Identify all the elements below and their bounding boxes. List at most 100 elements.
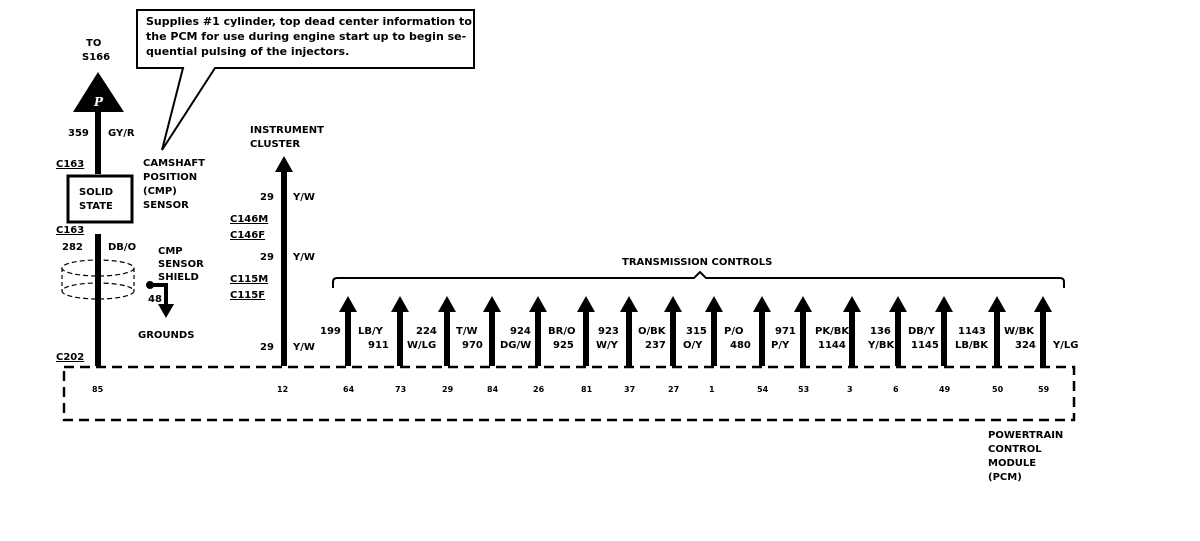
transmission-wire-arrow-icon: [620, 296, 638, 312]
transmission-wire: [397, 310, 403, 366]
cmp-wire-top-color: GY/R: [108, 128, 135, 139]
transmission-wire: [759, 310, 765, 366]
pcm-pin-12: 12: [277, 385, 288, 394]
pcm-label-3: MODULE: [988, 458, 1036, 469]
transmission-wire-arrow-icon: [988, 296, 1006, 312]
connector-c146f: C146F: [230, 230, 265, 241]
transmission-wire-label: W/BK: [1004, 326, 1035, 337]
transmission-wire-label: Y/BK: [867, 340, 896, 351]
transmission-wire-arrow-icon: [529, 296, 547, 312]
pcm-pin-label: 6: [893, 385, 899, 394]
transmission-wire: [583, 310, 589, 366]
pcm-pin-label: 50: [992, 385, 1004, 394]
note-line-3: quential pulsing of the injectors.: [146, 45, 349, 58]
shield-icon: [61, 259, 135, 300]
transmission-wire: [711, 310, 717, 366]
transmission-wire-label: 324: [1015, 340, 1036, 351]
solid-state-line-1: SOLID: [79, 187, 113, 198]
grounds-label: GROUNDS: [138, 330, 194, 341]
pcm-pin-label: 29: [442, 385, 454, 394]
cluster-wire-color-3: Y/W: [292, 342, 315, 353]
transmission-wire: [670, 310, 676, 366]
cmp-sensor-label-4: SENSOR: [143, 200, 189, 211]
connector-c163-top: C163: [56, 159, 84, 170]
transmission-wire-label: 970: [462, 340, 483, 351]
pcm-pin-label: 64: [343, 385, 355, 394]
transmission-wire-arrow-icon: [664, 296, 682, 312]
cmp-wire-num: 282: [62, 242, 83, 253]
transmission-wire-label: 911: [368, 340, 389, 351]
transmission-wire-label: 315: [686, 326, 707, 337]
connector-c146m: C146M: [230, 214, 268, 225]
cluster-label-2: CLUSTER: [250, 139, 300, 150]
transmission-wire-label: 224: [416, 326, 437, 337]
connector-c115f: C115F: [230, 290, 265, 301]
cmp-sensor-label-3: (CMP): [143, 186, 177, 197]
transmission-wire: [489, 310, 495, 366]
pcm-pin-label: 53: [798, 385, 809, 394]
transmission-wire-label: Y/LG: [1052, 340, 1078, 351]
shield-label-1: CMP: [158, 246, 183, 257]
transmission-wire-label: O/Y: [683, 340, 703, 351]
splice-triangle-icon: [73, 72, 124, 112]
ground-wire: [150, 283, 168, 306]
transmission-wire: [800, 310, 806, 366]
pcm-pin-label: 37: [624, 385, 635, 394]
transmission-wire-label: 923: [598, 326, 619, 337]
transmission-wire-label: DG/W: [500, 340, 531, 351]
transmission-wire: [994, 310, 1000, 366]
solid-state-line-2: STATE: [79, 201, 113, 212]
cluster-wire-color-1: Y/W: [292, 192, 315, 203]
to-ref-label: S166: [82, 52, 110, 63]
transmission-wire-arrow-icon: [843, 296, 861, 312]
transmission-wire-label: 1144: [818, 340, 846, 351]
cmp-wire-bottom: [95, 234, 101, 366]
transmission-wire-label: 136: [870, 326, 891, 337]
note-line-2: the PCM for use during engine start up t…: [146, 30, 466, 43]
transmission-bracket: [332, 270, 1065, 288]
transmission-wire-arrow-icon: [339, 296, 357, 312]
cmp-wire-color: DB/O: [108, 242, 136, 253]
transmission-wire-label: W/LG: [407, 340, 436, 351]
shield-label-3: SHIELD: [158, 272, 199, 283]
transmission-wire-label: DB/Y: [908, 326, 936, 337]
transmission-wire: [345, 310, 351, 366]
cmp-sensor-label-1: CAMSHAFT: [143, 158, 205, 169]
transmission-wire-arrow-icon: [391, 296, 409, 312]
transmission-wire: [849, 310, 855, 366]
cluster-wire: [281, 170, 287, 366]
transmission-wire-label: 924: [510, 326, 531, 337]
transmission-wire-arrow-icon: [753, 296, 771, 312]
transmission-wire-arrow-icon: [889, 296, 907, 312]
transmission-wire-arrow-icon: [705, 296, 723, 312]
transmission-wire-arrow-icon: [935, 296, 953, 312]
transmission-wire-label: 480: [730, 340, 751, 351]
transmission-wire: [895, 310, 901, 366]
pcm-label-4: (PCM): [988, 472, 1022, 483]
transmission-wire-label: O/BK: [638, 326, 667, 337]
cluster-wire-num-1: 29: [260, 192, 274, 203]
transmission-wire-arrow-icon: [438, 296, 456, 312]
transmission-wire-label: BR/O: [548, 326, 575, 337]
pcm-pin-label: 1: [709, 385, 715, 394]
transmission-title: TRANSMISSION CONTROLS: [622, 257, 772, 268]
pcm-pin-label: 26: [533, 385, 545, 394]
pcm-pin-85: 85: [92, 385, 104, 394]
transmission-wire-label: 237: [645, 340, 666, 351]
transmission-wire: [535, 310, 541, 366]
transmission-wire-label: LB/Y: [358, 326, 384, 337]
cluster-label-1: INSTRUMENT: [250, 125, 324, 136]
connector-c202: C202: [56, 352, 84, 363]
ground-pin: 48: [148, 294, 162, 305]
ground-arrow-icon: [158, 304, 174, 318]
transmission-wire-label: 1143: [958, 326, 986, 337]
solid-state-box: [66, 174, 134, 224]
cmp-sensor-label-2: POSITION: [143, 172, 197, 183]
pcm-pin-label: 73: [395, 385, 406, 394]
pcm-label-1: POWERTRAIN: [988, 430, 1063, 441]
pcm-pin-label: 3: [847, 385, 853, 394]
pcm-box: [62, 365, 1076, 422]
pcm-pin-label: 54: [757, 385, 769, 394]
transmission-wire-label: LB/BK: [955, 340, 989, 351]
